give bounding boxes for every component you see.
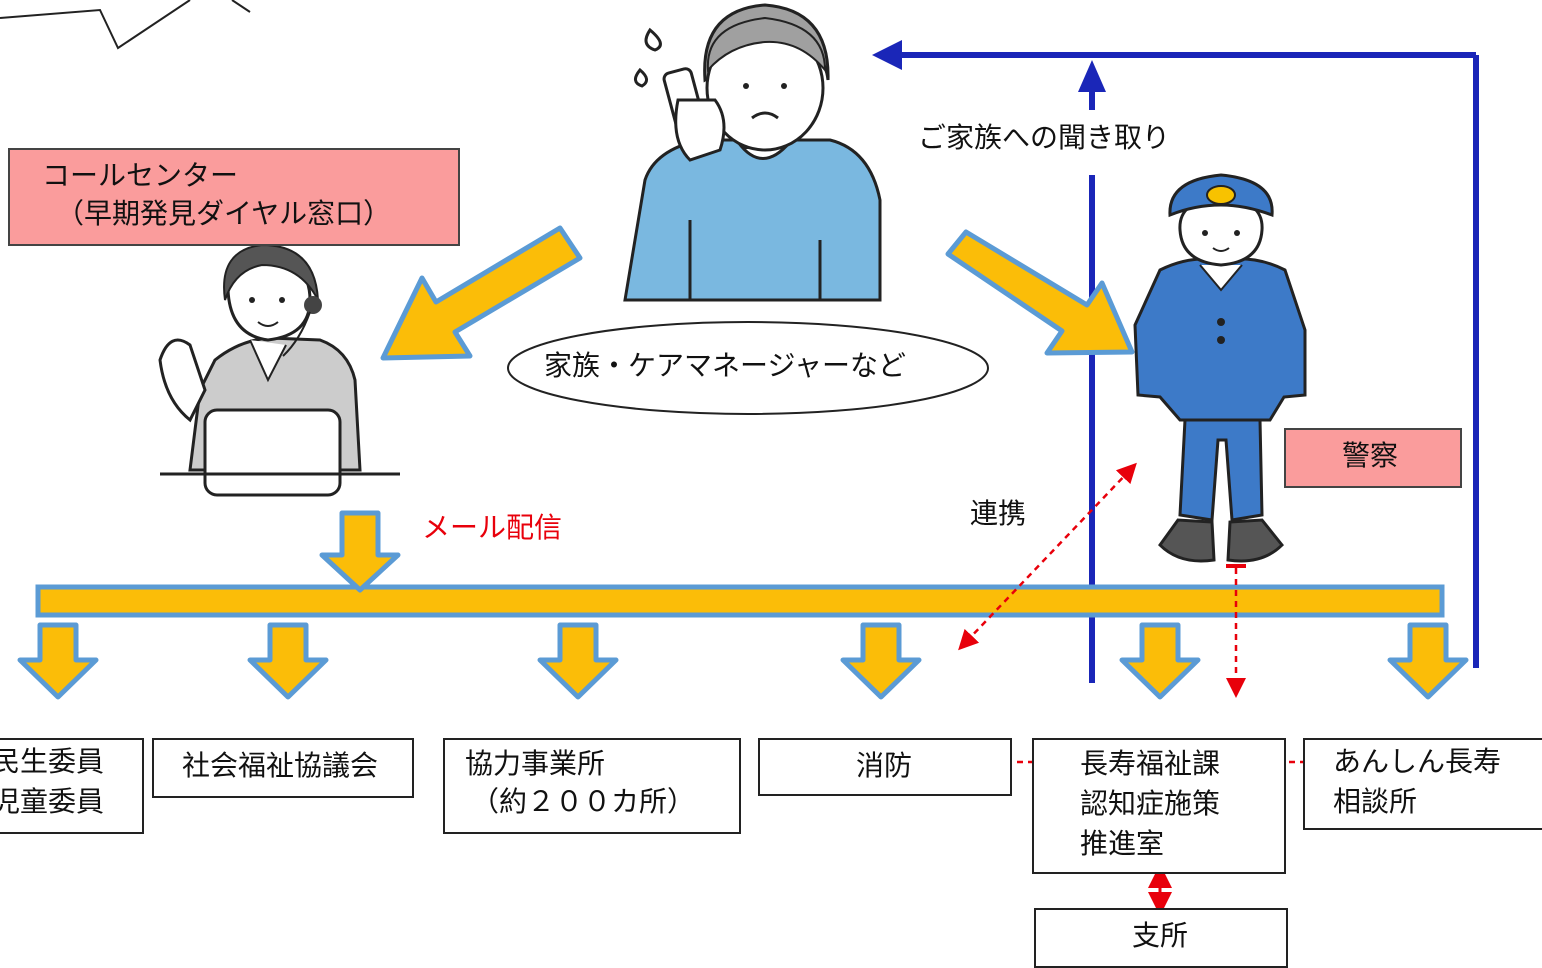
shisho-label: 支所 <box>1132 919 1189 952</box>
anshin-line2: 相談所 <box>1333 785 1418 818</box>
family-person-illustration <box>623 3 882 302</box>
diagonal-arrow-right <box>945 229 1135 356</box>
kyoryoku-line2: （約２００カ所） <box>471 785 696 818</box>
anshin-box: あんしん長寿 相談所 <box>1303 738 1542 830</box>
anshin-line1: あんしん長寿 <box>1333 745 1502 778</box>
kyoryoku-box: 協力事業所 （約２００カ所） <box>443 738 741 834</box>
operator-illustration <box>158 243 400 497</box>
down-arrows <box>17 622 1469 700</box>
police-box: 警察 <box>1284 428 1462 488</box>
callcenter-box: コールセンター （早期発見ダイヤル窓口） <box>8 148 460 246</box>
cooperation-label: 連携 <box>970 497 1027 530</box>
choju-line3: 推進室 <box>1080 827 1165 860</box>
family-ellipse <box>507 321 989 415</box>
diagonal-arrow-left <box>380 225 583 361</box>
shakyo-label: 社会福祉協議会 <box>182 749 379 782</box>
police-label: 警察 <box>1342 439 1399 472</box>
callcenter-label-line2: （早期発見ダイヤル窓口） <box>56 197 392 230</box>
shisho-box: 支所 <box>1034 908 1288 968</box>
family-interview-label: ご家族への聞き取り <box>918 121 1171 154</box>
choju-line1: 長寿福祉課 <box>1080 747 1221 780</box>
minsei-line2: 児童委員 <box>0 785 105 818</box>
minsei-box: 民生委員 児童委員 <box>0 738 144 834</box>
choju-box: 長寿福祉課 認知症施策 推進室 <box>1032 738 1286 874</box>
shobo-label: 消防 <box>856 749 913 782</box>
callcenter-label-line1: コールセンター <box>42 159 239 192</box>
kyoryoku-line1: 協力事業所 <box>465 747 606 780</box>
distribution-bar <box>35 584 1445 618</box>
shakyo-box: 社会福祉協議会 <box>152 738 414 798</box>
police-officer-illustration <box>1133 173 1307 563</box>
speech-bubble-fragment <box>0 0 251 50</box>
minsei-line1: 民生委員 <box>0 745 105 778</box>
choju-line2: 認知症施策 <box>1080 787 1221 820</box>
family-label: 家族・ケアマネージャーなど <box>544 349 907 382</box>
mail-delivery-label: メール配信 <box>422 511 563 544</box>
mail-down-arrow <box>319 510 401 593</box>
shobo-box: 消防 <box>758 738 1012 796</box>
